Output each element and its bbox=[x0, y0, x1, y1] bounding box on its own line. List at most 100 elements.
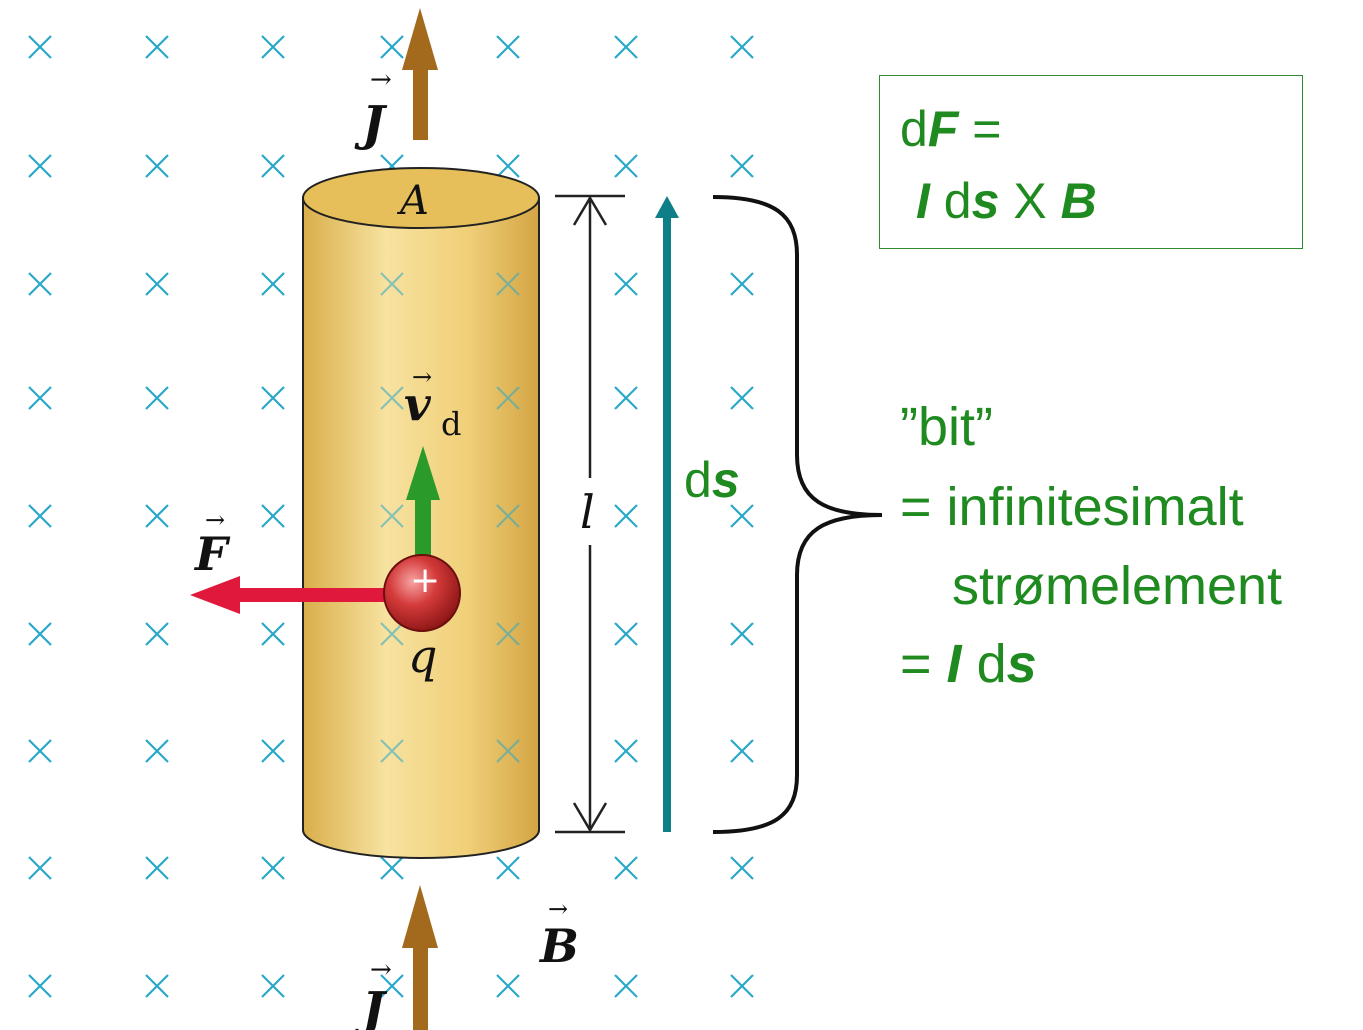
field-cross bbox=[261, 272, 285, 296]
field-cross bbox=[614, 739, 638, 763]
field-markers-over-conductor bbox=[380, 272, 520, 763]
field-cross bbox=[261, 154, 285, 178]
field-cross bbox=[496, 386, 520, 410]
note-s: s bbox=[1006, 634, 1037, 694]
field-cross bbox=[261, 35, 285, 59]
field-cross bbox=[145, 386, 169, 410]
field-cross bbox=[261, 386, 285, 410]
charge-sign: + bbox=[410, 560, 440, 601]
field-cross bbox=[496, 272, 520, 296]
field-cross bbox=[614, 154, 638, 178]
length-label: l bbox=[580, 485, 595, 539]
field-cross bbox=[145, 272, 169, 296]
field-cross bbox=[730, 622, 754, 646]
field-cross bbox=[261, 622, 285, 646]
field-cross bbox=[496, 35, 520, 59]
velocity-subscript: d bbox=[441, 405, 461, 443]
ds-label: ds bbox=[684, 452, 740, 508]
field-cross bbox=[496, 856, 520, 880]
field-cross bbox=[730, 974, 754, 998]
formula-equals: = bbox=[958, 101, 1002, 157]
v-arrow-glyph: → bbox=[412, 363, 432, 391]
note-line-4: = I ds bbox=[900, 633, 1037, 695]
current-density-arrow-bottom bbox=[402, 885, 438, 1030]
note-line-2: = infinitesimalt bbox=[900, 477, 1244, 537]
field-cross bbox=[261, 504, 285, 528]
field-cross bbox=[145, 739, 169, 763]
field-cross bbox=[380, 622, 404, 646]
field-cross bbox=[380, 856, 404, 880]
field-cross bbox=[730, 504, 754, 528]
area-label: A bbox=[396, 178, 429, 224]
field-cross bbox=[614, 622, 638, 646]
field-cross bbox=[28, 622, 52, 646]
field-cross bbox=[380, 739, 404, 763]
velocity-label: v bbox=[404, 377, 432, 431]
field-cross bbox=[496, 974, 520, 998]
field-cross bbox=[496, 504, 520, 528]
force-arrow bbox=[190, 576, 392, 614]
force-label: F bbox=[193, 527, 231, 581]
drift-velocity-arrow bbox=[406, 446, 440, 564]
field-cross bbox=[380, 504, 404, 528]
field-cross bbox=[28, 386, 52, 410]
ds-arrow bbox=[655, 196, 679, 832]
field-cross bbox=[261, 739, 285, 763]
field-cross bbox=[730, 856, 754, 880]
note-line-1: ”bit” bbox=[900, 397, 993, 457]
field-cross bbox=[145, 35, 169, 59]
field-cross bbox=[380, 974, 404, 998]
field-cross bbox=[614, 504, 638, 528]
formula-F: F bbox=[927, 101, 959, 157]
field-b-label: B bbox=[538, 919, 579, 973]
charge-label: q bbox=[408, 629, 437, 683]
formula-d: d bbox=[900, 101, 928, 157]
field-cross bbox=[145, 856, 169, 880]
field-cross bbox=[261, 856, 285, 880]
field-cross bbox=[614, 856, 638, 880]
formula-cross: X bbox=[999, 173, 1061, 229]
field-cross bbox=[28, 504, 52, 528]
field-cross bbox=[380, 386, 404, 410]
formula-I: I bbox=[916, 173, 930, 229]
field-cross bbox=[496, 622, 520, 646]
field-cross bbox=[730, 272, 754, 296]
formula-line-1: dF = bbox=[900, 100, 1001, 158]
curly-brace bbox=[712, 195, 883, 834]
field-cross bbox=[145, 504, 169, 528]
positive-charge bbox=[383, 554, 461, 632]
b-arrow-glyph: → bbox=[548, 895, 568, 923]
current-density-arrow-top bbox=[402, 8, 438, 140]
formula-line-2: I ds X B bbox=[916, 172, 1097, 230]
field-cross bbox=[145, 154, 169, 178]
field-cross bbox=[614, 386, 638, 410]
field-cross bbox=[730, 154, 754, 178]
formula-d2: d bbox=[929, 173, 972, 229]
formula-s: s bbox=[971, 173, 1000, 229]
j-arrow-glyph-top: → bbox=[370, 65, 392, 95]
field-cross bbox=[28, 35, 52, 59]
field-cross bbox=[614, 974, 638, 998]
note-equals: = bbox=[900, 634, 947, 694]
field-cross bbox=[380, 35, 404, 59]
field-cross bbox=[28, 154, 52, 178]
field-cross bbox=[28, 974, 52, 998]
field-cross bbox=[28, 856, 52, 880]
field-cross bbox=[614, 272, 638, 296]
field-cross bbox=[614, 35, 638, 59]
field-cross bbox=[496, 154, 520, 178]
field-cross bbox=[145, 974, 169, 998]
field-cross bbox=[730, 35, 754, 59]
field-cross bbox=[730, 386, 754, 410]
f-arrow-glyph: → bbox=[205, 506, 225, 534]
j-arrow-glyph-bottom: → bbox=[370, 955, 392, 985]
field-cross bbox=[145, 622, 169, 646]
field-cross bbox=[496, 739, 520, 763]
note-line-3: strømelement bbox=[952, 556, 1283, 616]
formula-B: B bbox=[1060, 173, 1097, 229]
j-label-top: J bbox=[354, 96, 388, 152]
field-cross bbox=[730, 739, 754, 763]
field-cross bbox=[28, 739, 52, 763]
j-label-bottom: J bbox=[354, 982, 388, 1030]
